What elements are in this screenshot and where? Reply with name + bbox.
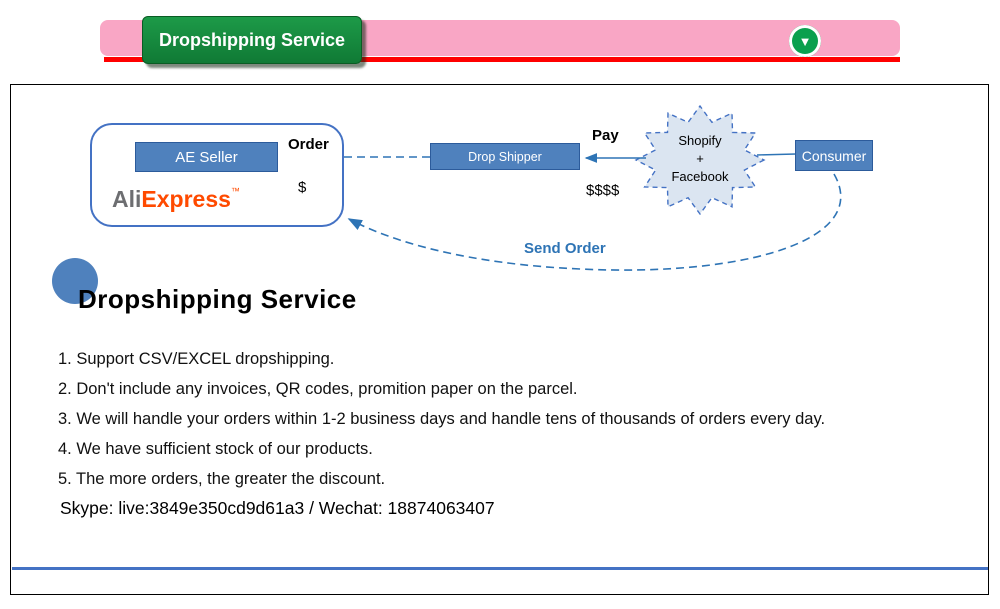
pay-label: Pay: [592, 127, 619, 144]
consumer-node: Consumer: [795, 140, 873, 171]
ae-seller-group-outline: [90, 123, 344, 227]
banner-red-underline: [104, 57, 900, 62]
order-label: Order: [288, 136, 329, 153]
dropshipping-service-button[interactable]: Dropshipping Service: [142, 16, 362, 64]
aliexpress-logo-ali: Ali: [112, 186, 142, 212]
dollars-label: $$$$: [586, 182, 620, 199]
decorative-blue-dot: [52, 258, 98, 304]
collapse-toggle-button[interactable]: ▼: [789, 25, 821, 57]
contact-info: Skype: live:3849e350cd9d61a3 / Wechat: 1…: [60, 498, 495, 518]
dropshipping-service-button-label: Dropshipping Service: [158, 29, 346, 50]
send-order-label: Send Order: [524, 240, 606, 257]
aliexpress-logo: AliExpress™: [112, 186, 240, 213]
consumer-label: Consumer: [801, 147, 867, 164]
ae-seller-label: AE Seller: [175, 148, 238, 166]
bottom-divider: [12, 567, 988, 570]
platform-plus-label: +: [696, 151, 704, 167]
dollar-label: $: [298, 179, 307, 196]
section-heading: Dropshipping Service: [78, 284, 357, 314]
aliexpress-logo-express: Express: [141, 186, 231, 212]
platform-facebook-label: Facebook: [671, 169, 729, 185]
list-item: 5. The more orders, the greater the disc…: [58, 470, 386, 488]
list-item: 3. We will handle your orders within 1-2…: [58, 410, 826, 428]
chevron-down-icon: ▼: [798, 33, 812, 49]
platform-node-text: Shopify + Facebook: [648, 132, 752, 187]
drop-shipper-label: Drop Shipper: [468, 149, 542, 164]
drop-shipper-node: Drop Shipper: [430, 143, 580, 170]
list-item: 1. Support CSV/EXCEL dropshipping.: [58, 350, 335, 368]
list-item: 4. We have sufficient stock of our produ…: [58, 440, 373, 458]
feature-list: 1. Support CSV/EXCEL dropshipping. 2. Do…: [58, 344, 958, 494]
platform-shopify-label: Shopify: [678, 133, 722, 148]
list-item: 2. Don't include any invoices, QR codes,…: [58, 380, 578, 398]
trademark-symbol: ™: [230, 186, 240, 196]
ae-seller-node: AE Seller: [135, 142, 278, 172]
